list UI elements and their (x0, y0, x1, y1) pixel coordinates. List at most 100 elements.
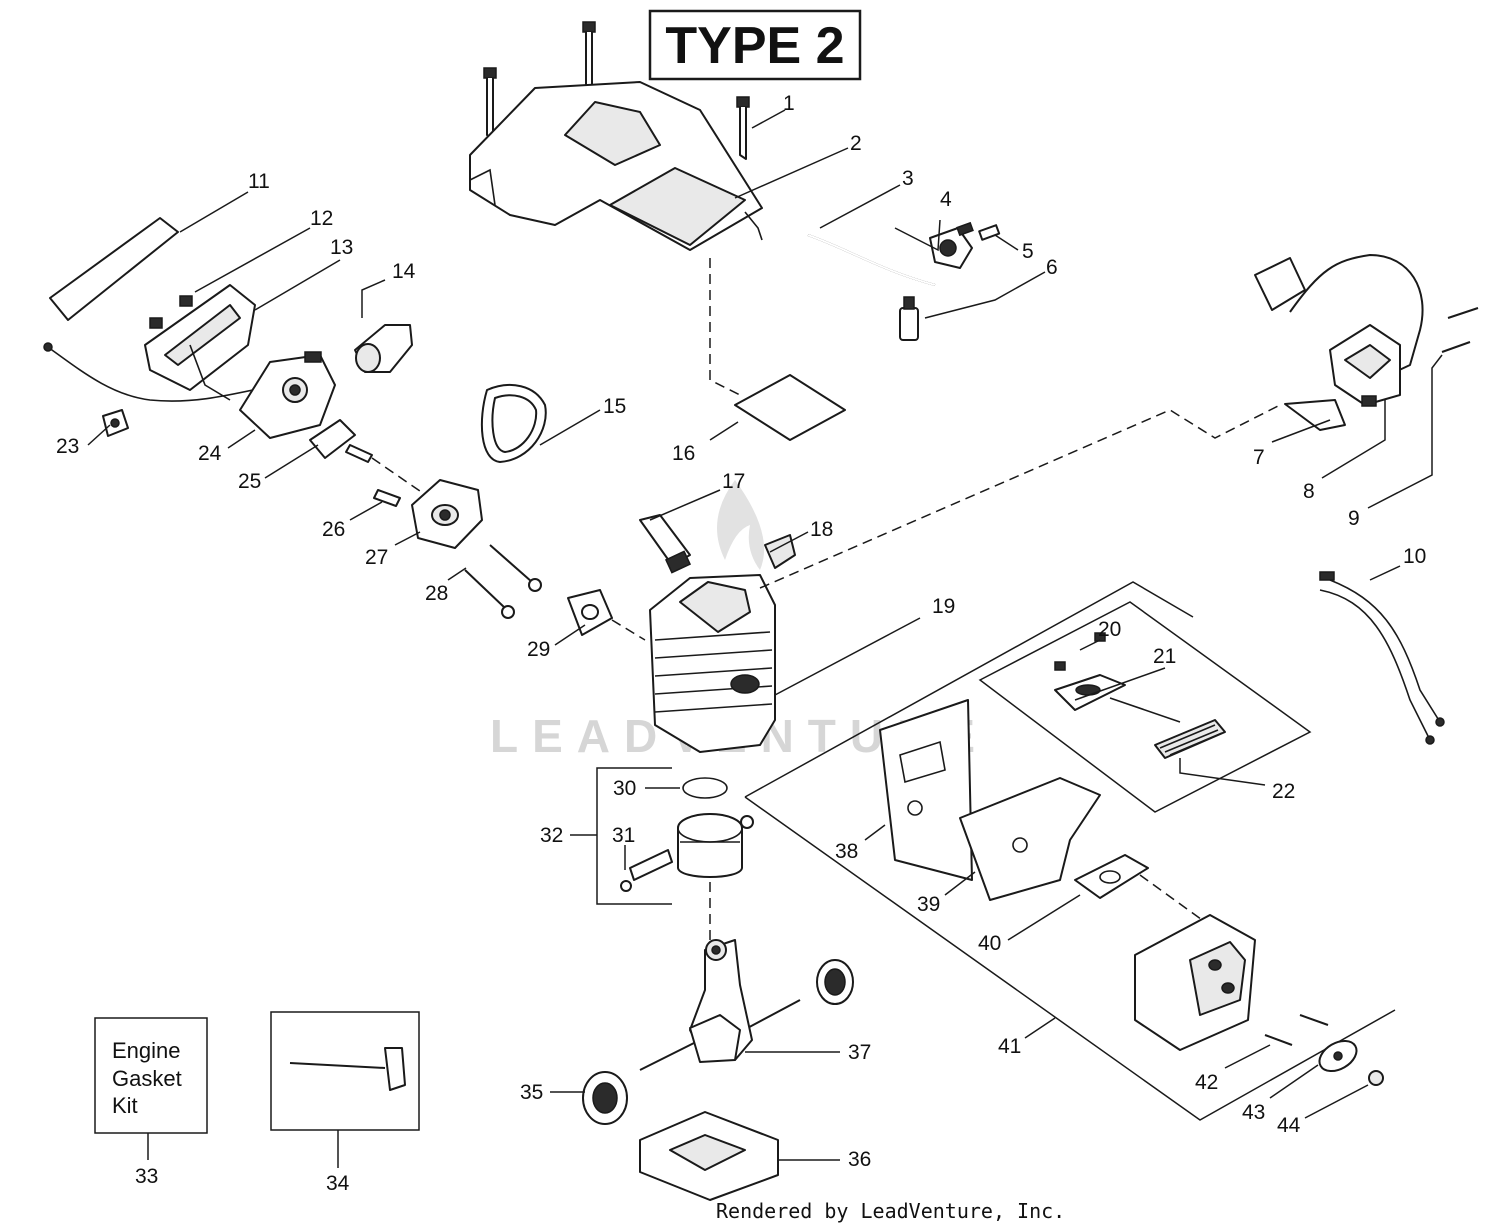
callout-43: 43 (1242, 1101, 1265, 1124)
kit-line-3: Kit (112, 1093, 138, 1118)
callout-18: 18 (810, 518, 833, 541)
callout-7: 7 (1253, 446, 1265, 469)
callout-22: 22 (1272, 780, 1295, 803)
air-filter-sheet (734, 374, 846, 441)
credit-line: Rendered by LeadVenture, Inc. (716, 1199, 1065, 1223)
intake-elbow (354, 324, 413, 373)
wire-harness (1319, 571, 1445, 745)
ignition-guide (759, 404, 1281, 589)
muffler (1134, 914, 1256, 1051)
callout-23: 23 (56, 435, 79, 458)
spark-arrestor-box (978, 601, 1312, 813)
callout-12: 12 (310, 207, 333, 230)
callout-14: 14 (392, 260, 416, 283)
cylinder (649, 574, 776, 753)
callout-34: 34 (326, 1172, 350, 1195)
callout-26: 26 (322, 518, 345, 541)
plug-cap (764, 534, 796, 569)
crankcase (639, 1111, 779, 1201)
callout-37: 37 (848, 1041, 871, 1064)
callout-2: 2 (850, 132, 862, 155)
muffler-shield (959, 777, 1101, 901)
callout-40: 40 (978, 932, 1001, 955)
carb-gasket (309, 419, 356, 459)
callout-38: 38 (835, 840, 858, 863)
piston-ring (682, 777, 728, 799)
callout-1: 1 (783, 92, 795, 115)
arrestor-screws (1054, 632, 1106, 671)
screw-head-icon (582, 21, 596, 33)
tool-box (270, 1011, 420, 1131)
callout-13: 13 (330, 236, 353, 259)
callout-29: 29 (527, 638, 550, 661)
callout-32: 32 (540, 824, 563, 847)
cylinder-bolts (464, 544, 542, 619)
crank-seal (582, 1071, 628, 1125)
callout-3: 3 (902, 167, 914, 190)
callout-33: 33 (135, 1165, 158, 1188)
air-filter-foam (49, 217, 179, 321)
heat-shield (879, 699, 973, 881)
intake-flange (411, 479, 483, 549)
muffler-nut (1368, 1070, 1384, 1086)
callout-36: 36 (848, 1148, 871, 1171)
cover-filter-guide (709, 258, 741, 396)
callout-11: 11 (248, 170, 270, 193)
callout-35: 35 (520, 1081, 543, 1104)
intake-boot (480, 384, 547, 463)
callout-5: 5 (1022, 240, 1034, 263)
screw-head-icon (483, 67, 497, 79)
carburetor (239, 351, 336, 439)
small-screw (978, 224, 1001, 241)
muffler-bolts (1264, 1014, 1329, 1046)
carburetor-holder (144, 284, 256, 401)
intake-gasket (567, 589, 613, 636)
spark-plug (639, 514, 692, 574)
callout-labels: 1 2 3 4 5 6 7 8 9 10 11 12 13 14 15 16 1… (56, 92, 1426, 1195)
callout-27: 27 (365, 546, 388, 569)
kit-line-1: Engine (112, 1038, 181, 1063)
callout-39: 39 (917, 893, 940, 916)
fuel-valve (929, 221, 974, 269)
screw-head-icon (736, 96, 750, 108)
crankshaft (639, 939, 801, 1071)
arrestor-plate (1054, 674, 1126, 711)
callout-10: 10 (1403, 545, 1426, 568)
intake-bolts (345, 444, 401, 507)
leader-lines (87, 109, 1443, 1168)
callout-24: 24 (198, 442, 222, 465)
piston-pin (620, 815, 754, 892)
muffler-gasket (1074, 854, 1149, 899)
callout-19: 19 (932, 595, 955, 618)
arrestor-screen (1154, 719, 1226, 759)
title-label: TYPE 2 (665, 17, 844, 75)
muffler-plate (1318, 1039, 1358, 1073)
piston-kit-bracket (596, 767, 672, 905)
callout-28: 28 (425, 582, 448, 605)
gasket-kit-box: Engine Gasket Kit (94, 1017, 208, 1134)
fuel-filter (899, 296, 919, 341)
muffler-box-top (744, 581, 1194, 798)
callout-44: 44 (1277, 1114, 1301, 1137)
callout-42: 42 (1195, 1071, 1218, 1094)
kit-line-2: Gasket (112, 1066, 182, 1091)
callout-9: 9 (1348, 507, 1360, 530)
callout-41: 41 (998, 1035, 1021, 1058)
callout-15: 15 (603, 395, 626, 418)
callout-16: 16 (672, 442, 695, 465)
title-frame (648, 9, 862, 81)
callout-8: 8 (1303, 480, 1315, 503)
piston (677, 813, 743, 878)
ignition-coil (1254, 254, 1479, 431)
callout-21: 21 (1153, 645, 1176, 668)
crank-bearing (816, 959, 854, 1005)
top-cover (469, 81, 763, 396)
callout-20: 20 (1098, 618, 1121, 641)
title-box: TYPE 2 (648, 9, 862, 81)
callout-6: 6 (1046, 256, 1058, 279)
callout-30: 30 (613, 777, 636, 800)
callout-25: 25 (238, 470, 261, 493)
watermark-flame-icon (717, 480, 765, 570)
callout-4: 4 (940, 188, 952, 211)
